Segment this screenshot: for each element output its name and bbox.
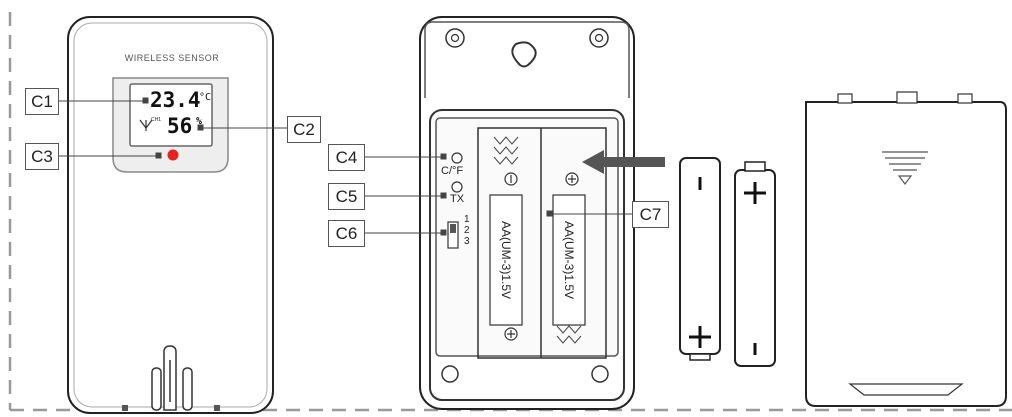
battery-left: [679, 157, 721, 361]
callout-c2: C2: [287, 116, 321, 143]
channel-tag: CH1: [151, 117, 162, 123]
callout-leaders: [58, 97, 632, 236]
callout-c7: C7: [632, 201, 669, 228]
channel-option-1: 1: [464, 214, 470, 225]
callout-c4: C4: [328, 144, 365, 171]
channel-option-2: 2: [464, 225, 470, 236]
tx-button-hole: [451, 181, 463, 193]
temperature-unit: °C: [199, 92, 212, 103]
callout-c6: C6: [328, 220, 365, 247]
battery-cover: [805, 91, 1007, 407]
tx-label: TX: [450, 193, 465, 205]
sensor-header: WIRELESS SENSOR: [124, 53, 220, 63]
unit-switch-hole: [451, 152, 463, 164]
sensor-stand: [151, 345, 193, 411]
led-indicator: [167, 149, 179, 161]
sensor-back-view: [419, 16, 665, 410]
sensor-front-view: [67, 16, 274, 414]
insert-arrow: [582, 150, 665, 174]
channel-option-3: 3: [464, 236, 470, 247]
callout-c3: C3: [25, 143, 59, 170]
battery-right: [734, 161, 776, 367]
channel-slide-switch: [447, 221, 459, 249]
humidity-readout: 56: [167, 114, 193, 138]
callout-c1: C1: [25, 88, 59, 115]
temperature-readout: 23.4: [150, 88, 201, 112]
unit-switch-label: C/°F: [441, 165, 464, 177]
callout-c5: C5: [328, 183, 365, 210]
slot-left-marking: AA(UM-3)1.5V: [499, 220, 513, 300]
slot-right-marking: AA(UM-3)1.5V: [562, 220, 576, 300]
humidity-unit: %: [196, 116, 203, 127]
